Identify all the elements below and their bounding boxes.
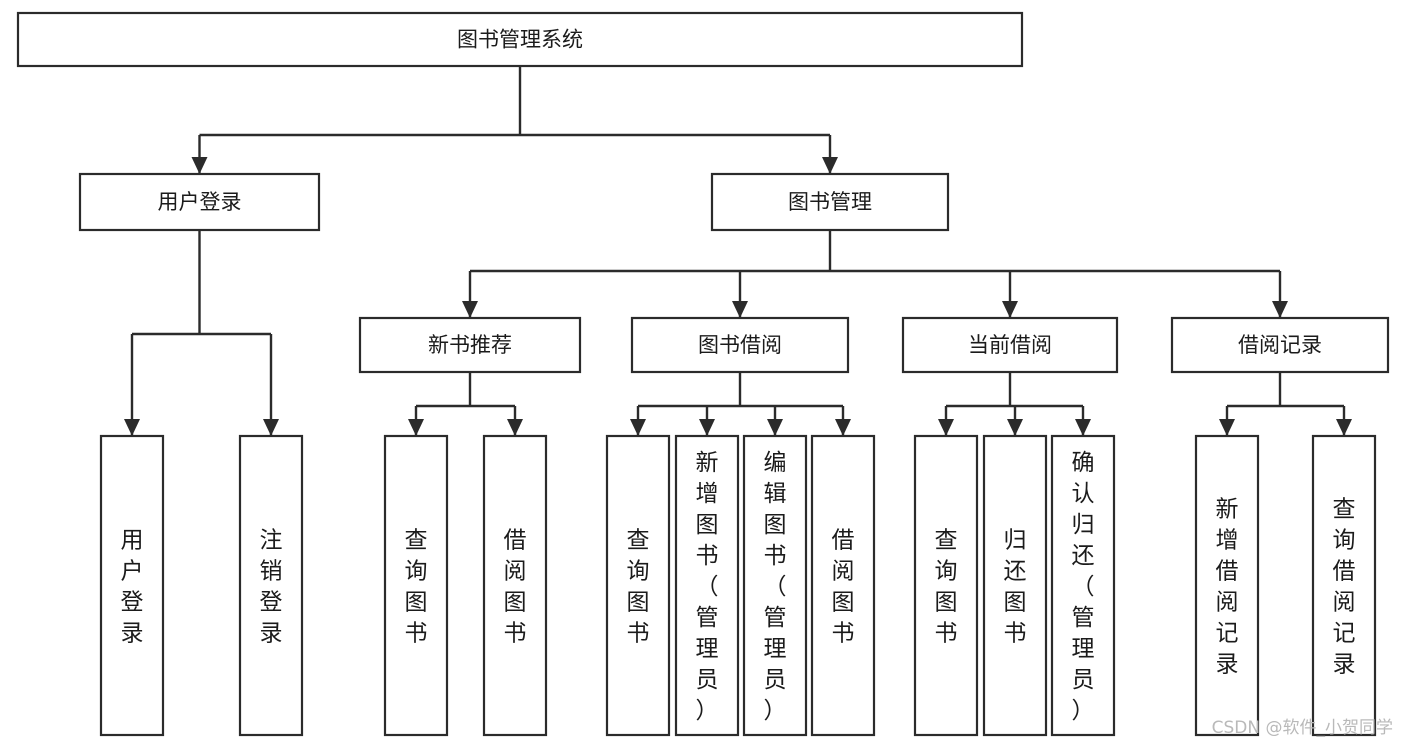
node-box-borrow-record[interactable] bbox=[1170, 316, 1390, 374]
connector-layer bbox=[124, 66, 1352, 436]
node-user-login-do[interactable]: 用户登录 bbox=[99, 434, 165, 737]
node-book-borrow[interactable]: 图书借阅 bbox=[630, 316, 850, 374]
arrow-head-icon bbox=[699, 419, 715, 436]
node-add-book[interactable]: 新增图书（管理员） bbox=[674, 434, 740, 737]
arrow-head-icon bbox=[767, 419, 783, 436]
node-label-user-login-do: 用户登录 bbox=[121, 528, 144, 647]
node-edit-book[interactable]: 编辑图书（管理员） bbox=[742, 434, 808, 737]
arrow-head-icon bbox=[1075, 419, 1091, 436]
arrow-head-icon bbox=[507, 419, 523, 436]
node-label-query-book-2: 查询图书 bbox=[627, 528, 650, 647]
node-new-book-rec[interactable]: 新书推荐 bbox=[358, 316, 582, 374]
node-box-query-book-1[interactable] bbox=[383, 434, 449, 737]
node-label-new-book-rec: 新书推荐 bbox=[428, 333, 512, 357]
node-label-query-book-1: 查询图书 bbox=[405, 528, 428, 647]
node-box-user-logout[interactable] bbox=[238, 434, 304, 737]
arrow-head-icon bbox=[263, 419, 279, 436]
node-query-book-3[interactable]: 查询图书 bbox=[913, 434, 979, 737]
node-query-borrow-record[interactable]: 查询借阅记录 bbox=[1311, 434, 1377, 737]
node-box-new-book-rec[interactable] bbox=[358, 316, 582, 374]
node-box-root[interactable] bbox=[16, 11, 1024, 68]
node-label-borrow-book-1: 借阅图书 bbox=[504, 528, 527, 647]
node-query-book-1[interactable]: 查询图书 bbox=[383, 434, 449, 737]
node-label-book-borrow: 图书借阅 bbox=[698, 333, 782, 357]
node-add-borrow-record[interactable]: 新增借阅记录 bbox=[1194, 434, 1260, 737]
node-box-return-book[interactable] bbox=[982, 434, 1048, 737]
node-box-borrow-book-2[interactable] bbox=[810, 434, 876, 737]
arrow-head-icon bbox=[1336, 419, 1352, 436]
arrow-head-icon bbox=[408, 419, 424, 436]
node-label-borrow-book-2: 借阅图书 bbox=[832, 528, 855, 647]
node-label-confirm-return: 确认归还（管理员） bbox=[1072, 450, 1095, 724]
node-label-book-manage: 图书管理 bbox=[788, 190, 872, 214]
node-label-add-borrow-record: 新增借阅记录 bbox=[1216, 497, 1239, 678]
node-box-book-borrow[interactable] bbox=[630, 316, 850, 374]
node-box-add-book[interactable] bbox=[674, 434, 740, 737]
node-box-user-login-do[interactable] bbox=[99, 434, 165, 737]
node-return-book[interactable]: 归还图书 bbox=[982, 434, 1048, 737]
node-box-current-borrow[interactable] bbox=[901, 316, 1119, 374]
arrow-head-icon bbox=[732, 301, 748, 318]
node-box-user-login[interactable] bbox=[78, 172, 321, 232]
node-label-root: 图书管理系统 bbox=[457, 28, 583, 52]
node-label-borrow-record: 借阅记录 bbox=[1238, 333, 1322, 357]
node-box-confirm-return[interactable] bbox=[1050, 434, 1116, 737]
node-query-book-2[interactable]: 查询图书 bbox=[605, 434, 671, 737]
node-book-manage[interactable]: 图书管理 bbox=[710, 172, 950, 232]
node-label-user-login: 用户登录 bbox=[158, 190, 242, 214]
node-borrow-book-2[interactable]: 借阅图书 bbox=[810, 434, 876, 737]
node-label-current-borrow: 当前借阅 bbox=[968, 333, 1052, 357]
node-box-query-borrow-record[interactable] bbox=[1311, 434, 1377, 737]
arrow-head-icon bbox=[1219, 419, 1235, 436]
arrow-head-icon bbox=[191, 157, 208, 174]
csdn-watermark: CSDN @软件_小贺同学 bbox=[1212, 718, 1393, 738]
arrow-head-icon bbox=[630, 419, 646, 436]
arrow-head-icon bbox=[462, 301, 478, 318]
node-box-query-book-3[interactable] bbox=[913, 434, 979, 737]
arrow-head-icon bbox=[124, 419, 140, 436]
node-box-borrow-book-1[interactable] bbox=[482, 434, 548, 737]
arrow-head-icon bbox=[1002, 301, 1018, 318]
node-box-query-book-2[interactable] bbox=[605, 434, 671, 737]
node-label-return-book: 归还图书 bbox=[1004, 528, 1027, 647]
node-root[interactable]: 图书管理系统 bbox=[16, 11, 1024, 68]
node-user-login[interactable]: 用户登录 bbox=[78, 172, 321, 232]
node-box-add-borrow-record[interactable] bbox=[1194, 434, 1260, 737]
arrow-head-icon bbox=[822, 157, 838, 174]
node-label-user-logout: 注销登录 bbox=[260, 528, 283, 647]
arrow-head-icon bbox=[1272, 301, 1288, 318]
arrow-head-icon bbox=[835, 419, 851, 436]
node-label-edit-book: 编辑图书（管理员） bbox=[764, 450, 787, 724]
node-label-query-borrow-record: 查询借阅记录 bbox=[1333, 497, 1356, 678]
arrow-head-icon bbox=[938, 419, 954, 436]
node-box-edit-book[interactable] bbox=[742, 434, 808, 737]
node-label-query-book-3: 查询图书 bbox=[935, 528, 958, 647]
node-label-add-book: 新增图书（管理员） bbox=[696, 450, 719, 724]
node-user-logout[interactable]: 注销登录 bbox=[238, 434, 304, 737]
node-borrow-record[interactable]: 借阅记录 bbox=[1170, 316, 1390, 374]
node-borrow-book-1[interactable]: 借阅图书 bbox=[482, 434, 548, 737]
node-layer: 图书管理系统用户登录用户登录注销登录图书管理新书推荐查询图书借阅图书图书借阅查询… bbox=[16, 11, 1390, 737]
arrow-head-icon bbox=[1007, 419, 1023, 436]
node-current-borrow[interactable]: 当前借阅 bbox=[901, 316, 1119, 374]
node-box-book-manage[interactable] bbox=[710, 172, 950, 232]
node-confirm-return[interactable]: 确认归还（管理员） bbox=[1050, 434, 1116, 737]
